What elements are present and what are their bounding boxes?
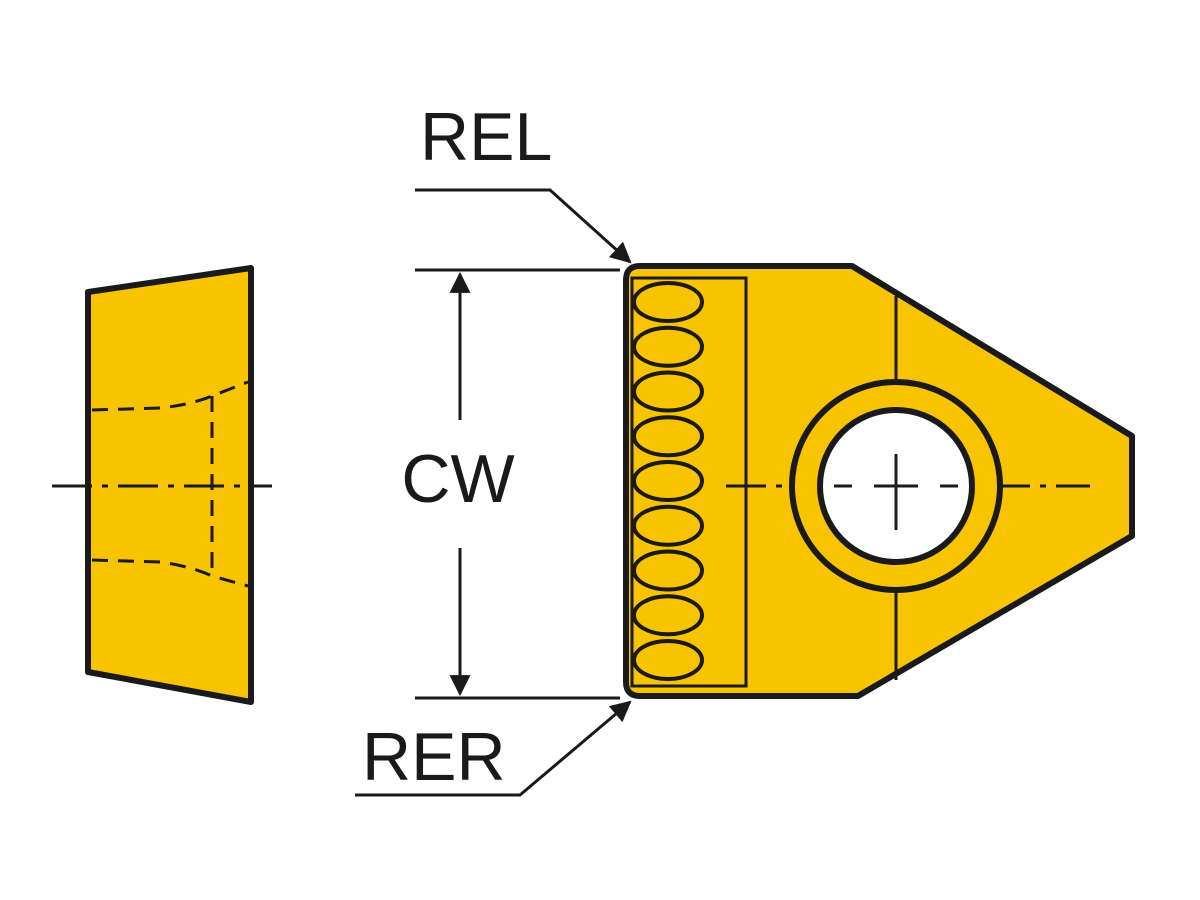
dimension-cw: CW xyxy=(401,268,620,700)
cutting-edge-tooth xyxy=(632,549,704,592)
cutting-edge-tooth xyxy=(632,504,704,547)
cutting-edge-tooth xyxy=(632,594,704,637)
side-view xyxy=(52,265,272,705)
cutting-edge-land xyxy=(630,276,748,688)
cutting-edge-tooth xyxy=(632,460,704,502)
cutting-edge-teeth xyxy=(632,281,704,681)
cutting-edge-tooth xyxy=(632,639,704,681)
rer-leader xyxy=(355,700,632,797)
dimension-rer: RER xyxy=(355,700,632,797)
rel-label: REL xyxy=(420,99,552,175)
cutting-edge-tooth xyxy=(632,415,704,458)
cutting-edge-tooth xyxy=(632,370,704,413)
rer-label: RER xyxy=(362,719,506,795)
cw-label: CW xyxy=(401,441,514,517)
cutting-edge-tooth xyxy=(632,325,704,368)
rel-leader xyxy=(415,188,632,264)
dimension-rel: REL xyxy=(415,99,632,264)
top-view xyxy=(623,263,1135,699)
cutting-edge-tooth xyxy=(632,281,704,323)
